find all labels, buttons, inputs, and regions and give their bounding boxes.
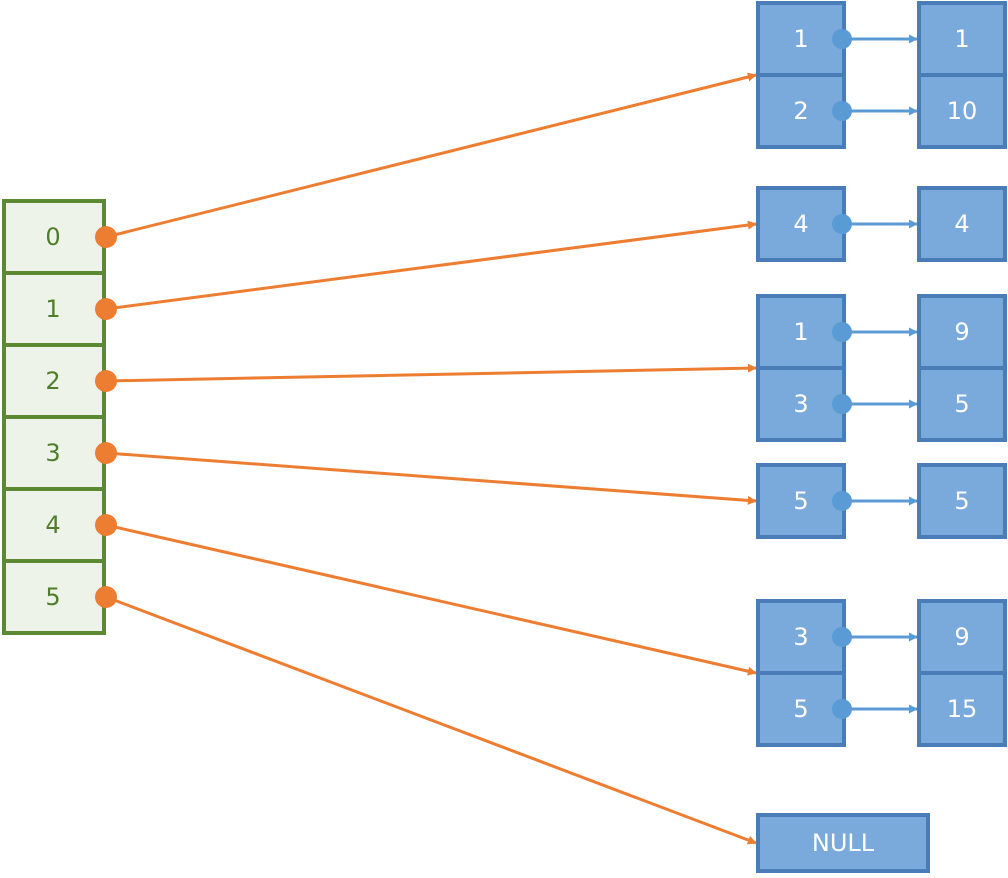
index-cell-label: 3 <box>45 439 60 467</box>
value-node-box <box>917 73 1007 149</box>
value-node: 5 <box>917 463 1007 539</box>
value-node-box <box>917 186 1007 262</box>
value-node-label: 5 <box>954 390 969 418</box>
index-cell-2: 2 <box>2 343 106 419</box>
key-node: 2 <box>756 73 846 149</box>
value-node-label: 4 <box>954 210 969 238</box>
next-pointer-dot <box>832 322 852 342</box>
value-node: 15 <box>917 671 1007 747</box>
value-node: 4 <box>917 186 1007 262</box>
null-node-box <box>756 813 930 873</box>
key-node-label: 5 <box>793 695 808 723</box>
next-pointer-dot <box>832 214 852 234</box>
null-node-label: NULL <box>812 829 875 857</box>
key-node-box <box>756 366 846 442</box>
key-node-box <box>756 671 846 747</box>
index-cell-label: 1 <box>45 295 60 323</box>
bucket-pointer-dot <box>95 586 117 608</box>
bucket-pointer-dot <box>95 226 117 248</box>
index-cell-1: 1 <box>2 271 106 347</box>
next-pointer-dot <box>832 627 852 647</box>
key-node: 1 <box>756 294 846 370</box>
key-node-label: 3 <box>793 623 808 651</box>
index-cell-5: 5 <box>2 559 106 635</box>
pointer-dots <box>95 29 852 719</box>
value-node: 9 <box>917 599 1007 675</box>
index-cell-0: 0 <box>2 199 106 275</box>
bucket-pointer-arrow <box>105 363 757 383</box>
bucket-pointer-arrow <box>105 451 757 505</box>
key-node: 4 <box>756 186 846 262</box>
bucket-pointer-dot <box>95 442 117 464</box>
key-node: 1 <box>756 1 846 77</box>
value-node-box <box>917 1 1007 77</box>
null-node: NULL <box>756 813 930 873</box>
next-pointer-dot <box>832 491 852 511</box>
bucket-4: 3 9 5 15 <box>756 599 1007 747</box>
value-node-box <box>917 366 1007 442</box>
key-node-label: 4 <box>793 210 808 238</box>
next-pointer-dot <box>832 29 852 49</box>
bucket-pointer-arrow <box>105 220 757 311</box>
value-node: 5 <box>917 366 1007 442</box>
value-node-label: 5 <box>954 487 969 515</box>
value-node-box <box>917 671 1007 747</box>
next-pointer-dot <box>832 394 852 414</box>
key-node-label: 2 <box>793 97 808 125</box>
index-cell-4: 4 <box>2 487 106 563</box>
bucket-pointer-dot <box>95 298 117 320</box>
pointer-arrows <box>105 34 918 845</box>
bucket-pointer-arrow <box>105 523 757 676</box>
value-node-label: 1 <box>954 25 969 53</box>
key-node-label: 1 <box>793 318 808 346</box>
key-node-label: 5 <box>793 487 808 515</box>
index-cell-label: 4 <box>45 511 60 539</box>
key-node: 3 <box>756 599 846 675</box>
bucket-pointer-arrow <box>105 72 757 239</box>
next-pointer-dot <box>832 101 852 121</box>
value-node-label: 10 <box>947 97 978 125</box>
index-array: 0 1 2 3 4 5 <box>2 199 106 635</box>
key-node-label: 3 <box>793 390 808 418</box>
value-node: 9 <box>917 294 1007 370</box>
bucket-pointer-dot <box>95 514 117 536</box>
key-node-label: 1 <box>793 25 808 53</box>
value-node-label: 9 <box>954 318 969 346</box>
value-node-label: 15 <box>947 695 978 723</box>
value-node-label: 9 <box>954 623 969 651</box>
value-node: 1 <box>917 1 1007 77</box>
index-cell-label: 0 <box>45 223 60 251</box>
value-node: 10 <box>917 73 1007 149</box>
key-node: 3 <box>756 366 846 442</box>
bucket-0: 1 1 2 10 <box>756 1 1007 149</box>
index-cell-3: 3 <box>2 415 106 491</box>
key-node: 5 <box>756 463 846 539</box>
next-pointer-dot <box>832 699 852 719</box>
index-cell-label: 2 <box>45 367 60 395</box>
index-cell-box <box>2 199 106 275</box>
bucket-pointer-dot <box>95 370 117 392</box>
index-cell-label: 5 <box>45 583 60 611</box>
bucket-pointer-arrow <box>105 595 757 845</box>
value-node-box <box>917 463 1007 539</box>
key-node: 5 <box>756 671 846 747</box>
